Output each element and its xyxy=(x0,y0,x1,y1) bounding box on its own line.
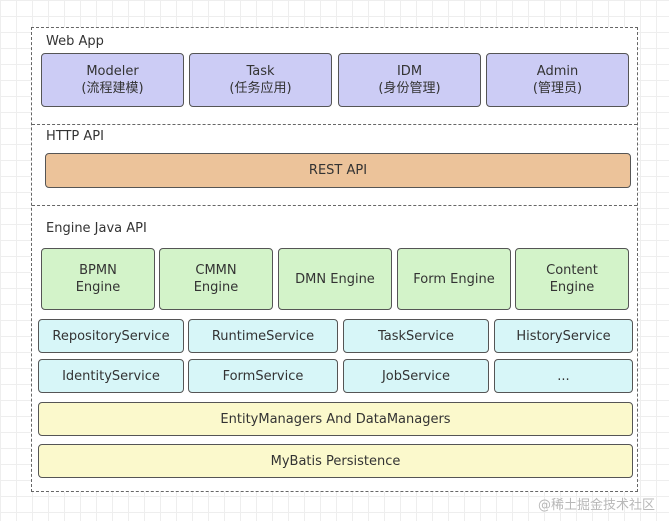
job-service-box: JobService xyxy=(343,359,489,393)
content-engine-label: Content xyxy=(546,263,598,278)
task-service-label: TaskService xyxy=(377,328,455,344)
modeler-sublabel: (流程建模) xyxy=(81,81,144,96)
admin-sublabel: (管理员) xyxy=(532,81,583,96)
identity-service-label: IdentityService xyxy=(62,368,160,384)
cmmn-engine-sublabel: Engine xyxy=(193,280,239,295)
bpmn-engine-sublabel: Engine xyxy=(75,280,121,295)
content-engine-box: Content Engine xyxy=(515,248,629,310)
form-service-label: FormService xyxy=(222,368,304,384)
http-api-title: HTTP API xyxy=(46,129,104,144)
cmmn-engine-label: CMMN xyxy=(195,263,237,278)
rest-api-label: REST API xyxy=(308,163,368,178)
entity-managers-label: EntityManagers And DataManagers xyxy=(220,411,451,427)
architecture-frame: Web App Modeler (流程建模) Task (任务应用) IDM (… xyxy=(31,27,638,492)
http-api-section: HTTP API REST API xyxy=(32,124,637,205)
repository-service-box: RepositoryService xyxy=(38,319,184,353)
task-label: Task xyxy=(246,64,275,79)
content-engine-sublabel: Engine xyxy=(549,280,595,295)
mybatis-persistence-label: MyBatis Persistence xyxy=(270,453,401,469)
history-service-box: HistoryService xyxy=(494,319,633,353)
web-app-section: Web App Modeler (流程建模) Task (任务应用) IDM (… xyxy=(32,28,637,124)
rest-api-box: REST API xyxy=(45,153,631,188)
bpmn-engine-box: BPMN Engine xyxy=(41,248,155,310)
dmn-engine-box: DMN Engine xyxy=(278,248,392,310)
job-service-label: JobService xyxy=(381,368,451,384)
form-service-box: FormService xyxy=(188,359,338,393)
engine-java-api-title: Engine Java API xyxy=(46,221,147,236)
web-app-title: Web App xyxy=(46,34,104,49)
dmn-engine-label: DMN Engine xyxy=(295,271,375,287)
task-box: Task (任务应用) xyxy=(189,53,332,107)
task-service-box: TaskService xyxy=(343,319,489,353)
idm-sublabel: (身份管理) xyxy=(378,81,441,96)
cmmn-engine-box: CMMN Engine xyxy=(159,248,273,310)
idm-label: IDM xyxy=(396,64,423,79)
bpmn-engine-label: BPMN xyxy=(79,263,117,278)
form-engine-box: Form Engine xyxy=(397,248,511,310)
runtime-service-box: RuntimeService xyxy=(188,319,338,353)
watermark: @稀土掘金技术社区 xyxy=(537,498,655,513)
idm-box: IDM (身份管理) xyxy=(338,53,481,107)
modeler-label: Modeler xyxy=(86,64,139,79)
task-sublabel: (任务应用) xyxy=(229,81,292,96)
mybatis-persistence-box: MyBatis Persistence xyxy=(38,444,633,478)
admin-box: Admin (管理员) xyxy=(486,53,629,107)
admin-label: Admin xyxy=(536,64,579,79)
more-services-box: ... xyxy=(494,359,633,393)
entity-managers-box: EntityManagers And DataManagers xyxy=(38,402,633,436)
history-service-label: HistoryService xyxy=(516,328,611,344)
modeler-box: Modeler (流程建模) xyxy=(41,53,184,107)
form-engine-label: Form Engine xyxy=(413,271,495,287)
identity-service-box: IdentityService xyxy=(38,359,184,393)
runtime-service-label: RuntimeService xyxy=(211,328,315,344)
engine-java-api-section: Engine Java API BPMN Engine CMMN Engine … xyxy=(32,205,637,492)
repository-service-label: RepositoryService xyxy=(52,328,170,344)
more-services-label: ... xyxy=(557,368,570,384)
